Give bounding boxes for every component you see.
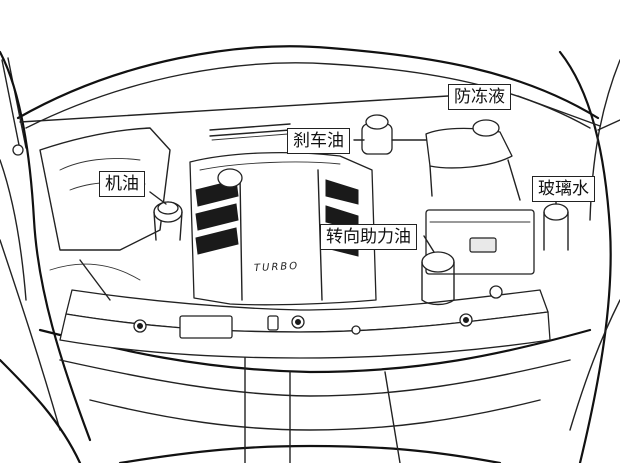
label-brake-fluid: 刹车油 xyxy=(287,128,350,154)
hood-outline xyxy=(16,45,600,120)
leader-coolant xyxy=(19,95,449,123)
engine-cover-turbo-text: TURBO xyxy=(253,260,300,275)
right-fender xyxy=(558,50,612,463)
label-power-steering-fluid: 转向助力油 xyxy=(320,224,417,250)
label-coolant: 防冻液 xyxy=(448,84,511,110)
washer-fluid-cap xyxy=(543,203,569,221)
leader-engine-oil xyxy=(149,191,167,205)
label-engine-oil: 机油 xyxy=(99,171,145,197)
label-washer-fluid: 玻璃水 xyxy=(532,176,595,202)
power-steering-reservoir xyxy=(421,251,455,273)
radiator-support-plate xyxy=(179,315,233,339)
leader-coolant-2 xyxy=(517,95,601,127)
coolant-reservoir xyxy=(425,127,513,169)
left-fender xyxy=(0,50,92,442)
leader-power-steering xyxy=(423,235,435,253)
hood-prop-rod xyxy=(1,59,21,151)
